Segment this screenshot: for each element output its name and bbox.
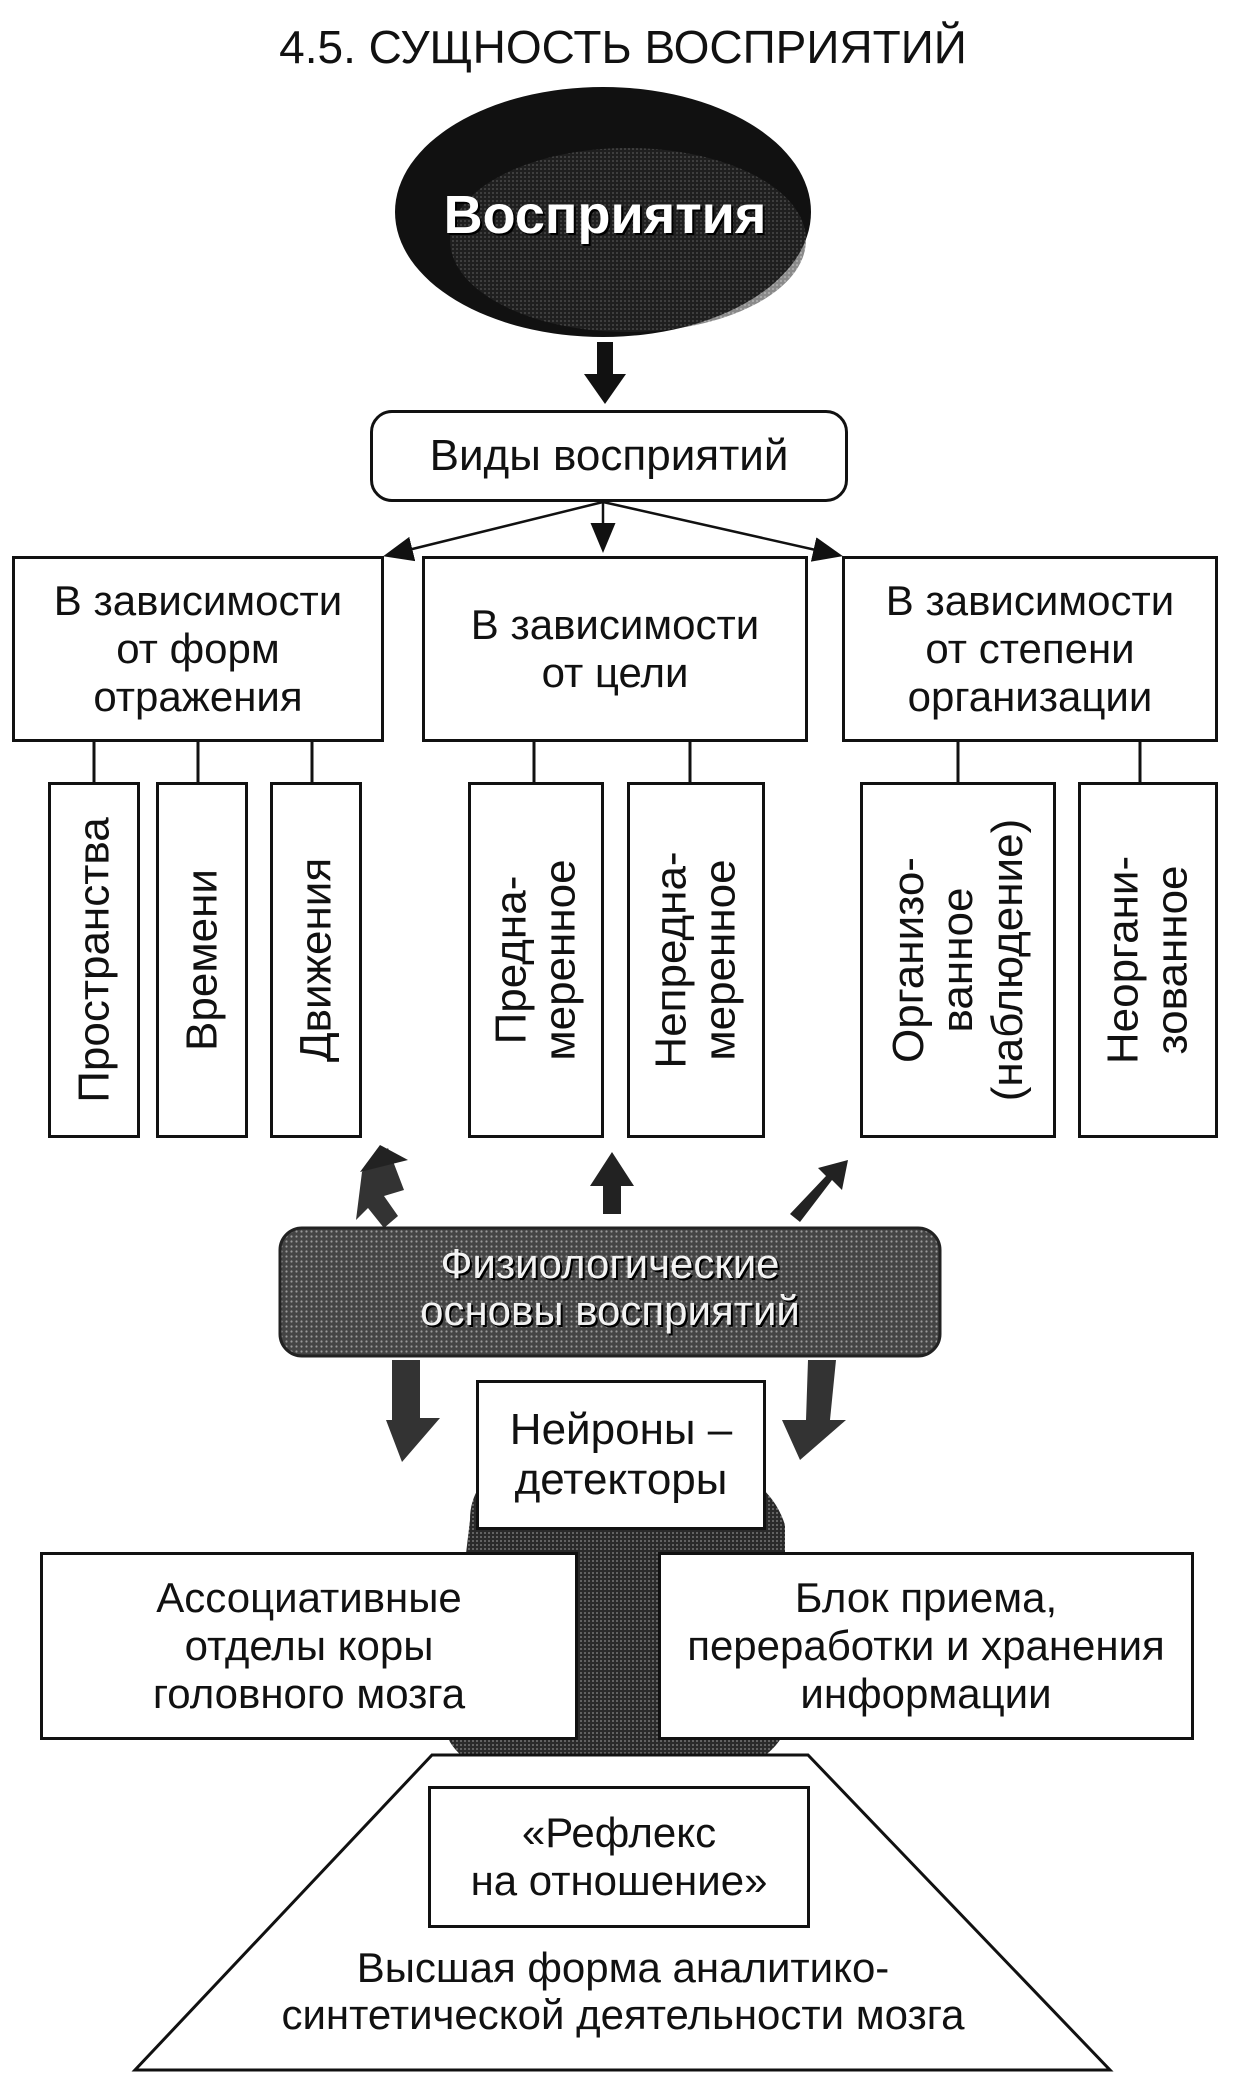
down-right-arrow-icon <box>782 1360 846 1460</box>
item-box-unorganized: Неоргани- зованное <box>1078 782 1218 1138</box>
reflex-box-label: «Рефлекс на отношение» <box>470 1809 768 1904</box>
down-left-arrow-icon <box>386 1360 440 1462</box>
up-right-arrow-icon <box>790 1160 848 1222</box>
types-box-label: Виды восприятий <box>429 430 789 480</box>
neurons-box-label: Нейроны – детекторы <box>509 1404 733 1504</box>
item-label-space: Пространства <box>69 817 119 1103</box>
info-processing-label: Блок приема, переработки и хранения инфо… <box>687 1574 1165 1717</box>
neurons-box: Нейроны – детекторы <box>476 1380 766 1530</box>
up-arrow-icon <box>590 1152 634 1214</box>
physiology-banner-label: Физиологические основы восприятий <box>420 1240 800 1335</box>
category-box-goal: В зависимости от цели <box>422 556 808 742</box>
item-label-intentional: Предна- меренное <box>486 859 585 1061</box>
category-label-goal: В зависимости от цели <box>470 601 760 696</box>
item-box-intentional: Предна- меренное <box>468 782 604 1138</box>
up-left-arrow-icon <box>356 1145 408 1228</box>
physiology-banner-shape <box>278 1226 942 1358</box>
associative-cortex-box: Ассоциативные отделы коры головного мозг… <box>40 1552 578 1740</box>
types-box: Виды восприятий <box>370 410 848 502</box>
item-box-time: Времени <box>156 782 248 1138</box>
category-box-forms: В зависимости от форм отражения <box>12 556 384 742</box>
item-box-unintentional: Непредна- меренное <box>627 782 765 1138</box>
item-label-unintentional: Непредна- меренное <box>646 851 745 1069</box>
associative-cortex-label: Ассоциативные отделы коры головного мозг… <box>152 1574 466 1717</box>
item-label-organized: Организо- ванное (наблюдение) <box>884 818 1032 1102</box>
item-label-time: Времени <box>177 869 227 1051</box>
page-title: 4.5. СУЩНОСТЬ ВОСПРИЯТИЙ <box>279 21 967 73</box>
item-box-space: Пространства <box>48 782 140 1138</box>
down-arrow-icon <box>584 342 626 404</box>
reflex-box: «Рефлекс на отношение» <box>428 1786 810 1928</box>
category-label-organization: В зависимости от степени организации <box>885 577 1175 720</box>
item-box-organized: Организо- ванное (наблюдение) <box>860 782 1056 1138</box>
center-ellipse-label: Восприятия <box>443 185 767 245</box>
info-processing-box: Блок приема, переработки и хранения инфо… <box>658 1552 1194 1740</box>
category-box-organization: В зависимости от степени организации <box>842 556 1218 742</box>
item-box-motion: Движения <box>270 782 362 1138</box>
item-label-unorganized: Неоргани- зованное <box>1098 855 1197 1065</box>
item-label-motion: Движения <box>291 857 341 1063</box>
pyramid-label: Высшая форма аналитико- синтетической де… <box>281 1944 965 2039</box>
category-label-forms: В зависимости от форм отражения <box>53 577 343 720</box>
